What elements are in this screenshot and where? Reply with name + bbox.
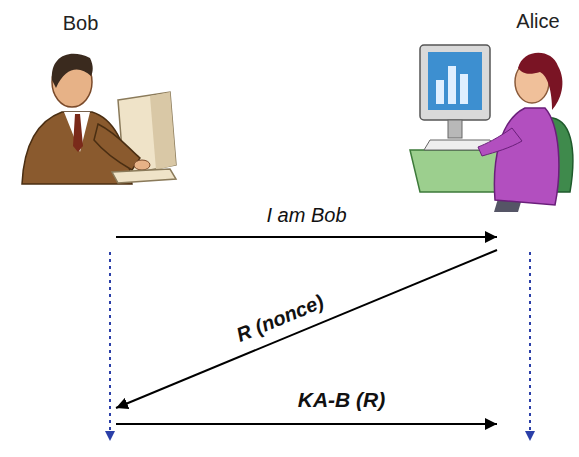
actor-column: Alice [497, 6, 579, 438]
arm [94, 124, 140, 170]
bob-figure [22, 54, 176, 184]
message-arrow [116, 236, 497, 238]
tie [73, 114, 83, 152]
message-label: R (nonce) [234, 290, 328, 346]
actor-name: Bob [45, 12, 116, 35]
message-label: KA-B (R) [298, 388, 385, 411]
actor-column: Bob [45, 8, 116, 440]
shirt [64, 112, 90, 152]
timeline [109, 252, 111, 440]
screen-bar [448, 66, 456, 104]
keyboard [112, 169, 176, 183]
monitor [420, 45, 490, 120]
hair [52, 54, 93, 88]
alice-figure [410, 45, 573, 212]
message-arrow [116, 250, 497, 408]
screen [428, 52, 482, 110]
message-label: I am Bob [266, 204, 346, 226]
screen-bar [460, 74, 468, 104]
timeline [529, 252, 531, 440]
arm [478, 128, 522, 156]
screen-bar [436, 80, 444, 104]
message-arrow [116, 423, 497, 425]
hand [134, 160, 150, 170]
monitor-stand [448, 120, 462, 138]
monitor-side [150, 92, 176, 170]
hair [518, 53, 562, 110]
top [494, 108, 558, 205]
actor-name: Alice [497, 10, 579, 33]
